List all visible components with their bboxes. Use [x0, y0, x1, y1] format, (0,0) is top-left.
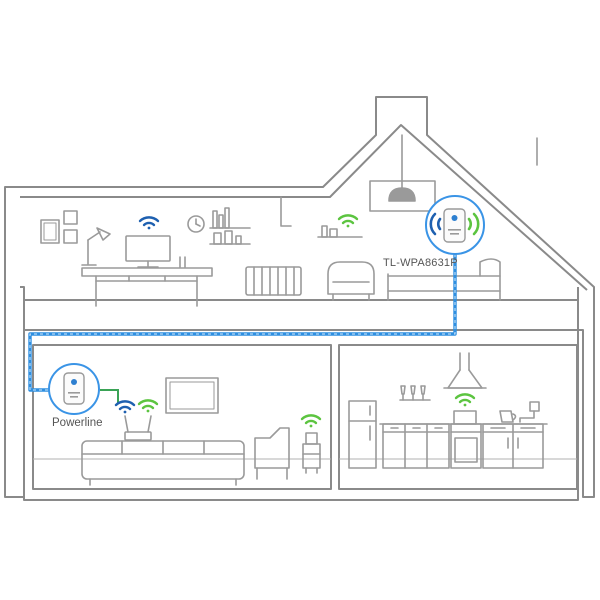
- picture-frame-icon: [40, 219, 60, 244]
- powerline-adapter-icon: [48, 363, 100, 415]
- sofa-icon: [81, 440, 245, 486]
- wifi-icon: [138, 216, 160, 230]
- armchair-icon: [254, 427, 290, 480]
- living-room: [32, 344, 332, 490]
- roof-inner-line: [20, 124, 588, 291]
- side-table-icon: [302, 432, 321, 474]
- glasses-shelf-icon: [399, 385, 431, 401]
- clock-icon: [187, 215, 205, 233]
- wifi-icon: [467, 212, 480, 236]
- bookshelf-icon: [209, 207, 251, 245]
- armchair-icon: [327, 261, 375, 301]
- range-hood-icon: [443, 352, 487, 389]
- radiator-icon: [245, 266, 302, 296]
- kitchen-room: [338, 344, 578, 490]
- wifi-icon: [429, 212, 442, 236]
- bed-icon: [387, 258, 501, 301]
- extender-model-label: TL-WPA8631P: [383, 257, 458, 269]
- wifi-icon: [337, 214, 359, 228]
- monitor-icon: [125, 235, 171, 268]
- power-socket-icon: [529, 401, 540, 412]
- pendant-lamp-icon: [388, 134, 416, 202]
- fridge-icon: [348, 400, 377, 469]
- wifi-icon: [114, 400, 136, 414]
- kitchen-cabinet-icon: [382, 423, 450, 469]
- microwave-icon: [453, 410, 477, 425]
- picture-frame-icon: [63, 210, 78, 225]
- powerline-adapter-label: Powerline: [52, 417, 103, 429]
- picture-frame-icon: [165, 377, 219, 414]
- oven-icon: [450, 423, 482, 469]
- adapter-router-connection: [100, 389, 119, 403]
- desk-lamp-icon: [81, 227, 111, 266]
- router-icon: [124, 415, 152, 441]
- desk-icon: [81, 267, 213, 307]
- wifi-icon: [454, 393, 476, 407]
- house-outline: [4, 96, 595, 498]
- wifi-icon: [137, 399, 159, 413]
- picture-frame-icon: [63, 229, 78, 244]
- powerline-cable: [28, 254, 457, 392]
- wifi-icon: [300, 414, 322, 428]
- wifi-extender-icon: [425, 195, 485, 255]
- kettle-icon: [499, 410, 517, 423]
